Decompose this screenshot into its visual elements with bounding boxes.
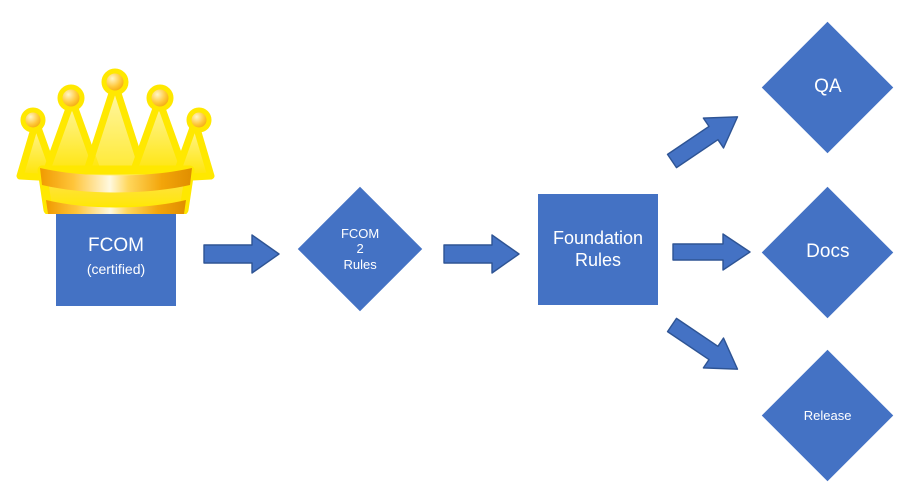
arrow-foundation-to-docs[interactable] xyxy=(672,233,751,271)
node-fcom-title: FCOM xyxy=(88,235,144,257)
node-qa[interactable]: QA xyxy=(761,21,894,154)
crown-icon xyxy=(14,58,218,222)
node-qa-label: QA xyxy=(813,76,842,98)
node-fcom-subtitle: (certified) xyxy=(86,261,146,278)
arrow-foundation-to-release[interactable] xyxy=(661,308,750,386)
node-docs[interactable]: Docs xyxy=(761,186,894,319)
crown-upper-band xyxy=(40,168,192,193)
node-fcom2rules[interactable]: FCOM 2 Rules xyxy=(297,186,423,312)
node-release[interactable]: Release xyxy=(761,349,894,482)
node-docs-label: Docs xyxy=(805,241,850,263)
node-release-label: Release xyxy=(803,407,852,423)
node-fcom[interactable]: FCOM (certified) xyxy=(56,207,176,306)
crown-balls xyxy=(20,68,212,133)
node-foundation[interactable]: Foundation Rules xyxy=(538,194,658,305)
arrow-foundation-to-qa[interactable] xyxy=(661,100,750,178)
node-foundation-label: Foundation Rules xyxy=(552,228,644,270)
node-fcom2rules-label: FCOM 2 Rules xyxy=(340,226,380,272)
arrow-fcom-to-fcom2rules[interactable] xyxy=(203,234,280,274)
arrow-fcom2rules-to-foundation[interactable] xyxy=(443,234,520,274)
